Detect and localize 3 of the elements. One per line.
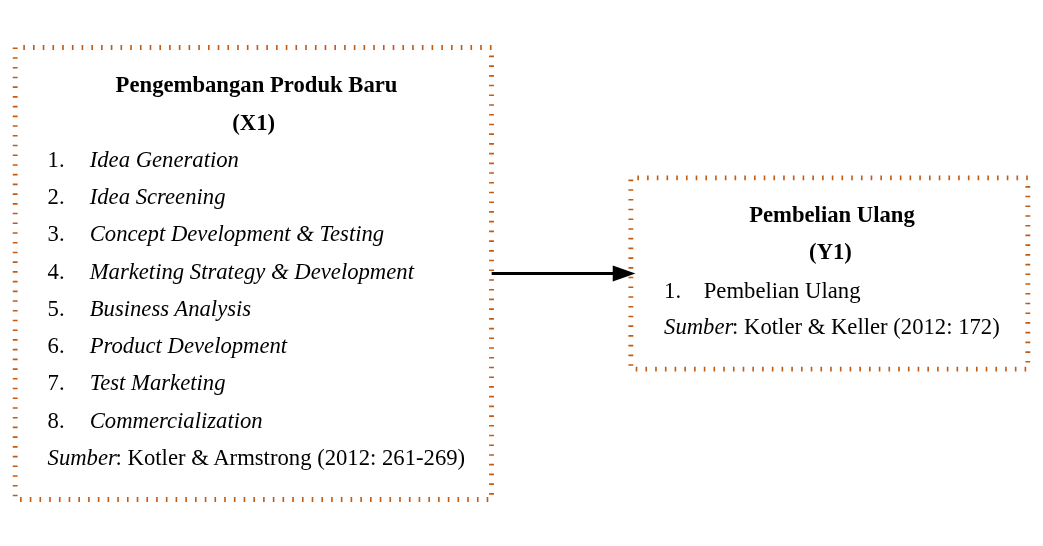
node-box: Pembelian Ulang (Y1) 1. Pembelian Ulang Sumber: Kotler & Keller (2012: 172) (628, 175, 1031, 371)
arrow (491, 265, 636, 281)
node-box: Pengembangan Produk Baru (X1) 1. Idea Generation 2. Idea Screening 3. Concept Development & Testing 4. Marketing Strategy & Development 5. Business Analysis 6. Product Development 7. Test Marketing 8. Commercialization Sumber: Kotler & Armstrong (2012: 261-269) (12, 44, 494, 502)
